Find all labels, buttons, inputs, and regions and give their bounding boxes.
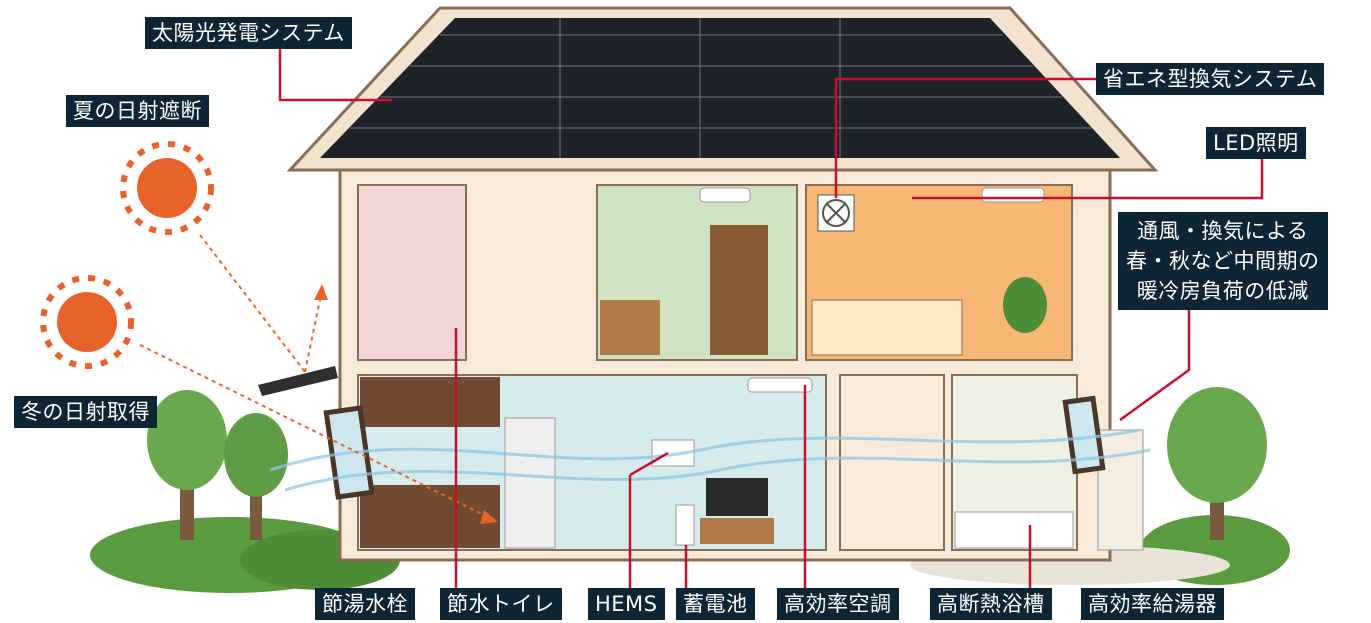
- breeze-lines: [269, 428, 1151, 492]
- desk: [600, 300, 660, 355]
- bed: [811, 299, 963, 356]
- ray-arrow: [480, 510, 498, 524]
- washroom: [839, 374, 945, 551]
- sun-icon: [120, 141, 214, 235]
- air-conditioner: [747, 377, 813, 393]
- water-heater: [1097, 429, 1144, 551]
- sun-icon: [40, 275, 134, 369]
- label-insulated-bathtub: 高断熱浴槽: [930, 588, 1052, 620]
- label-ventilation-system: 省エネ型換気システム: [1096, 63, 1325, 95]
- label-natural-ventilation-line1: 通風・換気による: [1137, 219, 1309, 243]
- label-natural-ventilation-line3: 暖冷房負荷の低減: [1136, 279, 1309, 303]
- solar-panels: [320, 18, 1120, 158]
- bathtub: [954, 511, 1074, 549]
- tv-icon: [700, 478, 774, 544]
- label-led-lighting: LED照明: [1206, 127, 1306, 159]
- sun-rays: [139, 234, 491, 519]
- label-water-saving-toilet: 節水トイレ: [440, 588, 562, 620]
- window: [1062, 395, 1106, 475]
- label-solar-system: 太陽光発電システム: [145, 17, 352, 49]
- tree-icon: [147, 390, 288, 540]
- plant: [1003, 277, 1047, 333]
- kitchen-cabinets: [360, 377, 500, 427]
- label-winter-gain: 冬の日射取得: [14, 396, 157, 428]
- leader-lines: [278, 46, 1264, 590]
- label-storage-battery: 蓄電池: [676, 588, 755, 620]
- label-natural-ventilation: 通風・換気による 春・秋など中間期の 暖冷房負荷の低減: [1118, 212, 1328, 310]
- label-high-efficiency-ac: 高効率空調: [777, 588, 899, 620]
- label-summer-shading: 夏の日射遮断: [66, 95, 209, 127]
- storage-battery: [675, 504, 695, 546]
- fan-icon: [817, 194, 855, 232]
- toilet-room: [357, 184, 467, 361]
- kitchen-counter: [360, 485, 500, 548]
- solar-panel-grid: [350, 18, 1092, 158]
- air-conditioner: [699, 187, 751, 203]
- ray-arrow: [314, 284, 328, 300]
- bookshelf: [710, 225, 768, 355]
- label-water-heater: 高効率給湯器: [1081, 588, 1224, 620]
- label-water-saving-faucet: 節湯水栓: [315, 588, 415, 620]
- tree-icon: [1167, 387, 1267, 540]
- label-natural-ventilation-line2: 春・秋など中間期の: [1126, 249, 1320, 273]
- air-conditioner: [981, 187, 1045, 203]
- eaves: [258, 366, 338, 396]
- refrigerator: [504, 417, 556, 549]
- label-hems: HEMS: [588, 588, 665, 620]
